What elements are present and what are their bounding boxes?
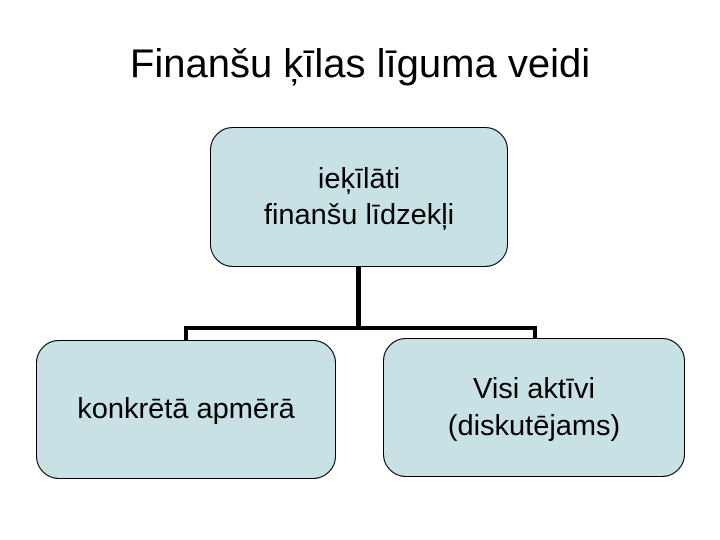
connector-stem: [356, 266, 361, 329]
diagram-node-label: ieķīlāti finanšu līdzekļi: [263, 162, 455, 231]
diagram-node-specific-amount: konkrētā apmērā: [36, 340, 336, 479]
connector-horizontal-rail: [184, 326, 537, 330]
diagram-node-label: konkrētā apmērā: [77, 393, 295, 426]
connector-drop-left: [184, 326, 188, 341]
diagram-node-pledged-financial-funds: ieķīlāti finanšu līdzekļi: [210, 127, 508, 267]
diagram-node-all-assets: Visi aktīvi (diskutējams): [383, 338, 685, 477]
diagram-node-label: Visi aktīvi (diskutējams): [447, 373, 621, 442]
slide-title: Finanšu ķīlas līguma veidi: [129, 42, 591, 86]
connector-drop-right: [533, 326, 537, 339]
